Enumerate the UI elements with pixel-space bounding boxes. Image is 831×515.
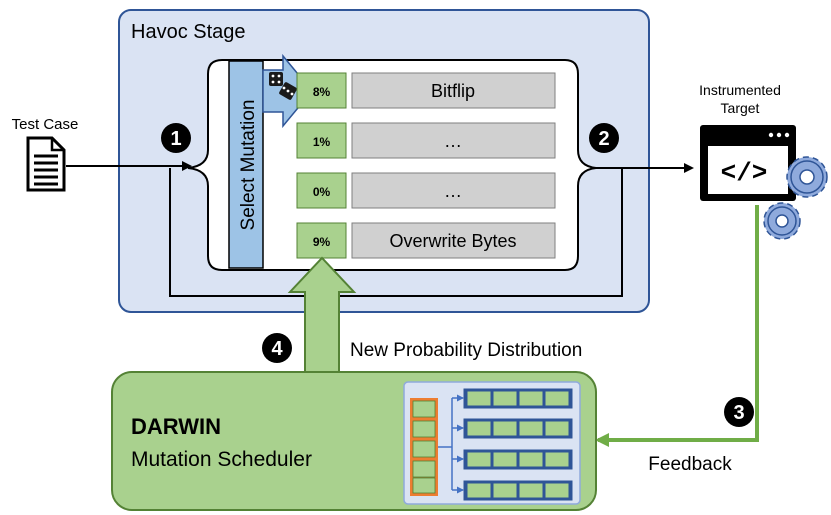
percent-label: 8% (313, 85, 331, 99)
mutation-row-3: 9% Overwrite Bytes (296, 222, 556, 259)
dice-icon (269, 72, 297, 100)
neural-network-icon (403, 381, 581, 505)
feedback-arrow (595, 205, 759, 447)
percent-box (296, 172, 347, 209)
code-window-icon: </> (700, 125, 796, 201)
mutation-row-1: 1% … (296, 122, 556, 159)
mutation-name: Bitflip (431, 81, 475, 101)
step-2-badge: 2 (589, 123, 619, 153)
step-1-badge: 1 (161, 123, 191, 153)
percent-box (296, 222, 347, 259)
scheduler-subtitle: Mutation Scheduler (131, 448, 312, 471)
mutation-name: … (444, 181, 462, 201)
mutation-name: Overwrite Bytes (389, 231, 516, 251)
new-distribution-label: New Probability Distribution (350, 340, 582, 361)
mutation-name: … (444, 131, 462, 151)
mutation-box (351, 222, 556, 259)
document-icon (26, 136, 66, 192)
scheduler-title: DARWIN (131, 414, 221, 439)
percent-label: 9% (313, 235, 331, 249)
percent-label: 1% (313, 135, 331, 149)
mutation-box (351, 172, 556, 209)
svg-text:1: 1 (170, 128, 181, 150)
mutation-row-0: 8% Bitflip (296, 72, 556, 109)
svg-text:4: 4 (271, 338, 283, 360)
test-case-label: Test Case (12, 116, 79, 133)
select-mutation-label: Select Mutation (238, 100, 259, 231)
havoc-stage-title: Havoc Stage (131, 21, 246, 43)
mutation-row-2: 0% … (296, 172, 556, 209)
code-glyph: </> (721, 158, 768, 188)
percent-box (296, 122, 347, 159)
loop-line (169, 168, 623, 297)
svg-text:2: 2 (598, 128, 609, 150)
mutation-box (351, 122, 556, 159)
gear-icon (763, 156, 828, 240)
step-3-badge: 3 (724, 397, 754, 427)
target-label-line2: Target (721, 100, 760, 116)
distribution-arrow (287, 256, 357, 373)
svg-text:3: 3 (733, 402, 744, 424)
mutation-box (351, 72, 556, 109)
step-4-badge: 4 (262, 333, 292, 363)
percent-label: 0% (313, 185, 331, 199)
percent-box (296, 72, 347, 109)
select-mutation-bar (228, 60, 264, 269)
target-label-line1: Instrumented (699, 82, 781, 98)
feedback-label: Feedback (648, 454, 732, 475)
